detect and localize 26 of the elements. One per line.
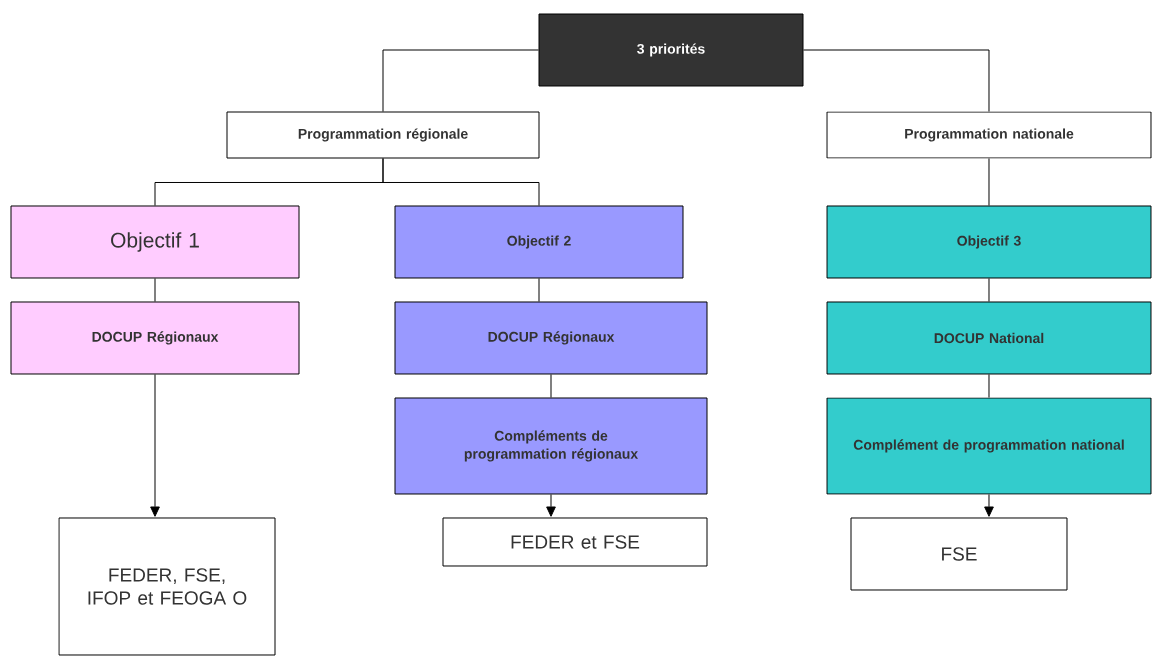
process-box: Objectif 2 xyxy=(394,205,684,279)
process-box: DOCUP Régionaux xyxy=(10,301,300,375)
connector-line xyxy=(382,49,539,112)
connector-line xyxy=(988,278,990,302)
connector-line xyxy=(988,158,990,206)
process-box: Complément de programmation national xyxy=(826,397,1152,495)
process-box: Programmation régionale xyxy=(226,111,540,159)
connector-line xyxy=(550,374,552,398)
arrow xyxy=(546,494,556,517)
process-box: DOCUP Régionaux xyxy=(394,301,708,375)
fund-box: FEDER et FSE xyxy=(442,517,708,567)
process-box: Objectif 1 xyxy=(10,205,300,279)
fund-box: FEDER, FSE, IFOP et FEOGA O xyxy=(58,517,276,656)
process-box: Compléments de programmation régionaux xyxy=(394,397,708,495)
fund-box: FSE xyxy=(850,517,1068,591)
connector-line xyxy=(988,374,990,398)
process-box: DOCUP National xyxy=(826,301,1152,375)
connector-line xyxy=(803,49,990,112)
connector-line xyxy=(154,278,156,302)
header-box: 3 priorités xyxy=(538,13,804,87)
arrow xyxy=(984,494,994,517)
connector-line xyxy=(382,158,540,206)
process-box: Programmation nationale xyxy=(826,111,1152,159)
process-box: Objectif 3 xyxy=(826,205,1152,279)
connector-line xyxy=(538,278,540,302)
arrow xyxy=(150,374,160,517)
